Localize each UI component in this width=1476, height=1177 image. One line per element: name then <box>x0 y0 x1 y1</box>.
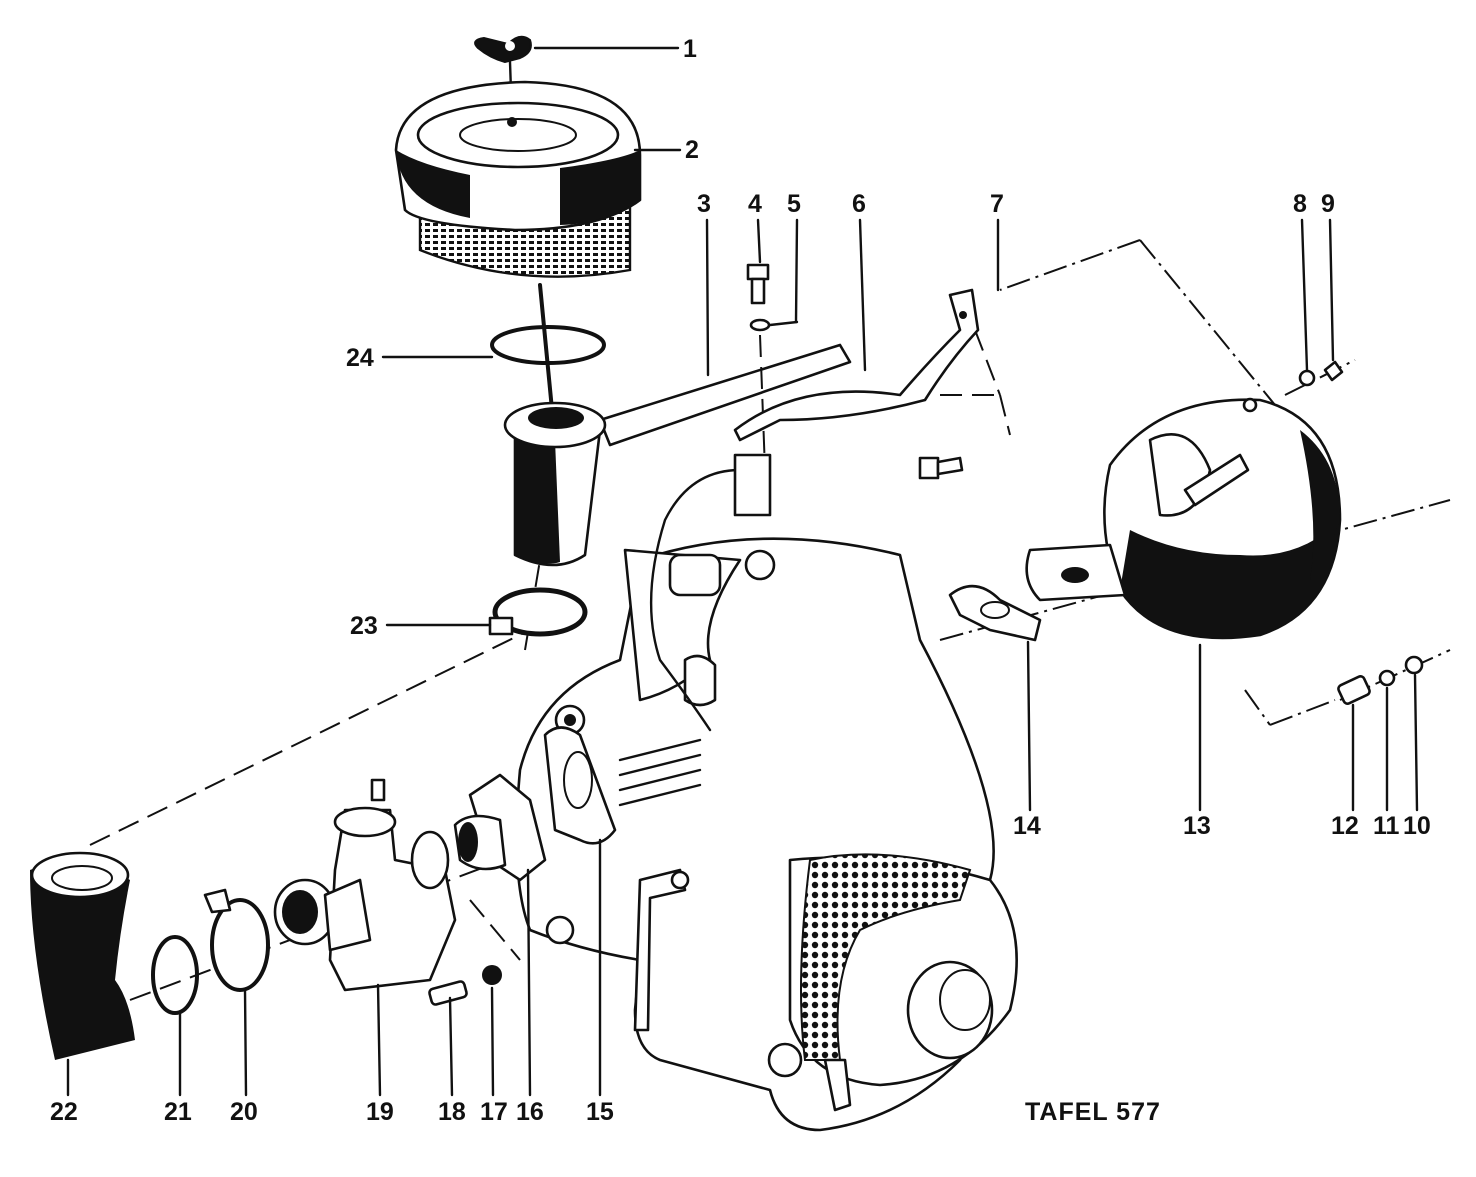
label-11: 11 <box>1373 812 1400 840</box>
exhaust-muffler <box>1025 397 1342 640</box>
o-ring <box>490 283 606 422</box>
label-16: 16 <box>516 1098 544 1126</box>
label-5: 5 <box>787 190 801 218</box>
pipe-clamp <box>488 587 588 637</box>
support-bracket <box>733 288 980 442</box>
air-filter-housing <box>394 80 642 278</box>
carburettor <box>273 778 457 992</box>
intake-pipe-bracket <box>503 343 852 567</box>
label-23: 23 <box>350 612 378 640</box>
label-22: 22 <box>50 1098 78 1126</box>
label-9: 9 <box>1321 190 1335 218</box>
label-2: 2 <box>685 136 699 164</box>
label-10: 10 <box>1403 812 1431 840</box>
label-14: 14 <box>1013 812 1041 840</box>
label-19: 19 <box>366 1098 394 1126</box>
label-4: 4 <box>748 190 762 218</box>
wing-nut <box>474 35 532 122</box>
sealing-ring <box>151 935 199 1015</box>
intake-flange <box>453 773 547 882</box>
label-15: 15 <box>586 1098 614 1126</box>
label-7: 7 <box>990 190 1004 218</box>
cylinder-fins <box>618 738 702 807</box>
studs-nuts-bottom <box>1337 655 1424 705</box>
label-17: 17 <box>480 1098 508 1126</box>
label-13: 13 <box>1183 812 1211 840</box>
part-labels: 1 2 3 4 5 6 7 8 9 10 11 12 13 14 15 16 1… <box>50 35 1431 1126</box>
intake-hose <box>30 851 135 1060</box>
label-1: 1 <box>683 35 697 63</box>
engine-block <box>515 453 1018 1132</box>
nut-and-washer-top <box>1298 360 1344 387</box>
bolt-and-washer <box>746 263 771 471</box>
label-18: 18 <box>438 1098 466 1126</box>
exhaust-gasket <box>948 584 1042 642</box>
label-12: 12 <box>1331 812 1359 840</box>
intake-gasket <box>543 726 617 845</box>
bracket-screw <box>918 456 964 480</box>
stud-and-nut <box>428 965 502 1006</box>
plate-title: TAFEL 577 <box>1025 1098 1161 1126</box>
label-3: 3 <box>697 190 711 218</box>
label-8: 8 <box>1293 190 1307 218</box>
hose-clamp <box>203 888 270 992</box>
label-24: 24 <box>346 344 374 372</box>
label-20: 20 <box>230 1098 258 1126</box>
label-6: 6 <box>852 190 866 218</box>
label-21: 21 <box>164 1098 192 1126</box>
leader-lines <box>66 46 1419 1097</box>
